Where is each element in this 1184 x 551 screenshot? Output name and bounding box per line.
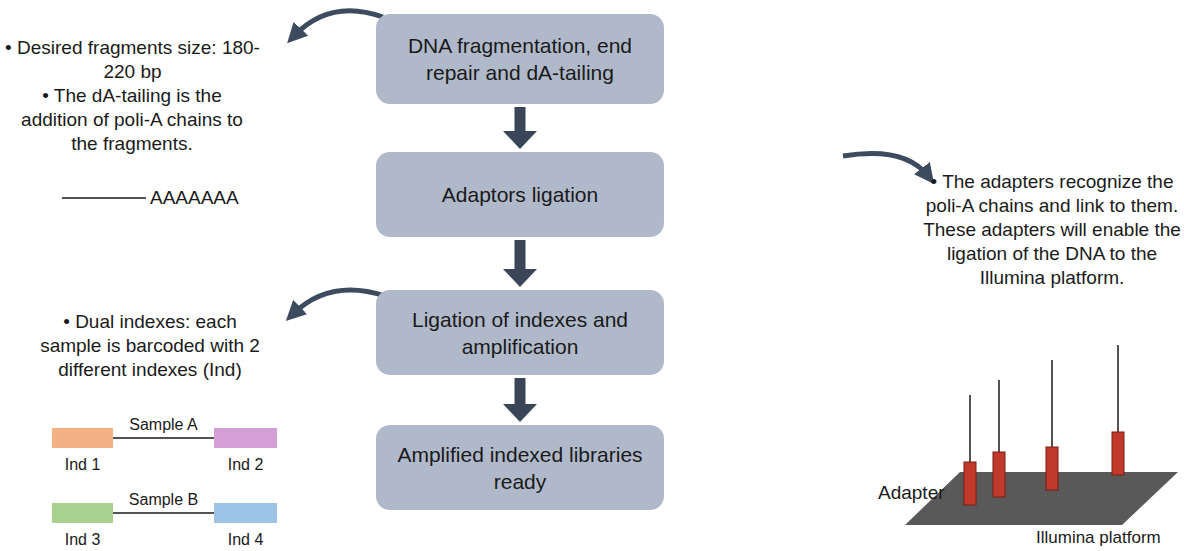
adapter-symbols <box>964 432 1124 505</box>
process-box: Adaptors ligation <box>376 152 664 237</box>
index-bar <box>52 428 113 448</box>
note-text: • The adapters recognize the poli-A chai… <box>922 170 1182 290</box>
connector <box>503 240 537 287</box>
callout-arrow <box>843 154 928 177</box>
note-text: • Desired fragments size: 180-220 bp <box>5 36 260 84</box>
arrow-head <box>503 269 537 287</box>
index-bar <box>214 503 277 523</box>
connector-line <box>515 378 526 405</box>
index-label: Ind 2 <box>214 455 277 475</box>
process-text: DNA fragmentation, end repair and dA-tai… <box>394 32 646 86</box>
connector-line <box>515 240 526 270</box>
process-box: DNA fragmentation, end repair and dA-tai… <box>376 14 664 104</box>
connector <box>503 378 537 422</box>
connector <box>113 438 214 439</box>
arrow-head <box>503 404 537 422</box>
index-bar <box>52 503 113 523</box>
process-box: Amplified indexed libraries ready <box>376 425 664 510</box>
process-text: Ligation of indexes and amplification <box>394 306 646 360</box>
connector <box>113 513 214 514</box>
process-text: Amplified indexed libraries ready <box>394 441 646 495</box>
index-label: Ind 1 <box>52 455 113 475</box>
connector-line <box>515 107 526 132</box>
connector <box>503 107 537 149</box>
dna-fragment-line <box>62 197 146 199</box>
index-node: Ind 1 <box>52 428 113 475</box>
connector-line <box>113 512 214 514</box>
edge-label: Sample B <box>127 490 200 510</box>
index-bar <box>214 428 277 448</box>
process-text: Adaptors ligation <box>442 181 598 208</box>
index-label: Ind 4 <box>214 530 277 550</box>
callout-arrow <box>293 290 385 314</box>
index-node: Ind 2 <box>214 428 277 475</box>
note-text: • Dual indexes: each sample is barcoded … <box>30 310 270 382</box>
edge-label: Sample A <box>127 415 199 435</box>
index-label: Ind 3 <box>52 530 113 550</box>
adapter-strands <box>970 345 1118 462</box>
arrow-head <box>503 131 537 149</box>
index-node: Ind 4 <box>214 503 277 550</box>
index-node: Ind 3 <box>52 503 113 550</box>
process-box: Ligation of indexes and amplification <box>376 290 664 375</box>
note-text: • The dA-tailing is the addition of poli… <box>12 84 252 156</box>
connector-line <box>113 437 214 439</box>
note-text: Illumina platform <box>1036 527 1181 548</box>
illumina-platform <box>905 472 1178 525</box>
note-text: Adapter <box>878 481 958 505</box>
callout-arrow <box>294 11 383 36</box>
note-text: AAAAAAA <box>150 186 240 210</box>
